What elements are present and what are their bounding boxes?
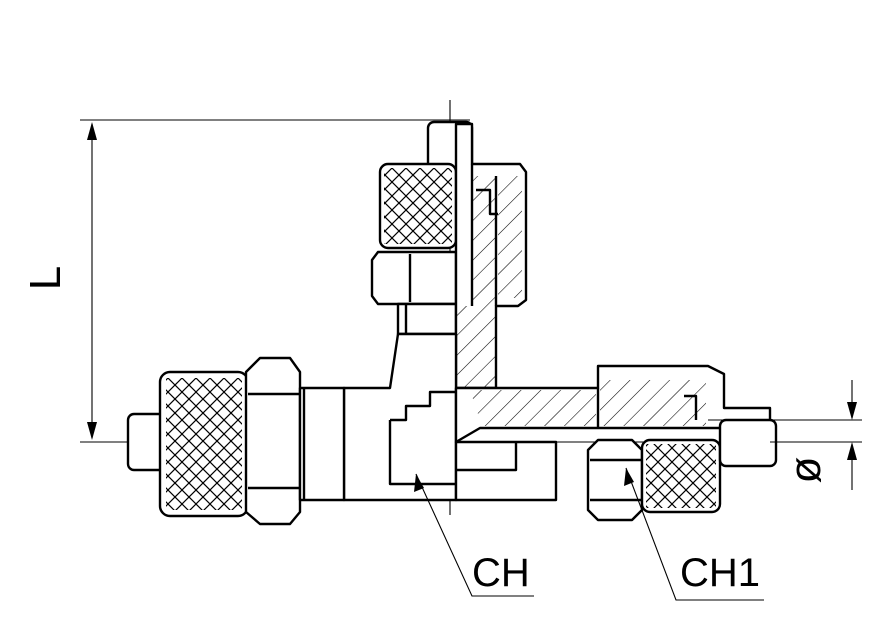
right-branch — [586, 418, 778, 522]
dimension-diameter — [708, 380, 862, 490]
tee-body — [342, 332, 772, 502]
key-size-label: CH — [472, 551, 530, 595]
leader-ch — [414, 473, 534, 597]
left-branch — [126, 356, 346, 526]
leader-ch1 — [624, 467, 764, 601]
length-label: L — [21, 266, 70, 290]
key-size-nut-label: CH1 — [680, 551, 760, 595]
top-branch — [370, 120, 528, 390]
diameter-label: ø — [781, 457, 830, 484]
